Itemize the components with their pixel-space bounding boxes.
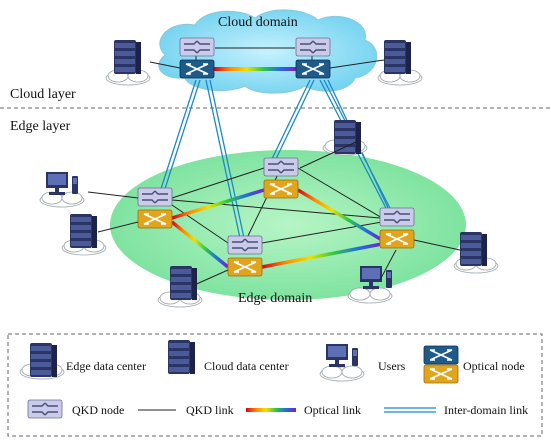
edge-users-left-icon (46, 172, 78, 195)
edge-users-right-puff (347, 287, 393, 304)
edge-domain-label: Edge domain (238, 291, 312, 306)
edge-layer-label: Edge layer (10, 119, 71, 134)
legend-cloud-dc-label: Cloud data center (204, 359, 289, 373)
legend-edge-dc-label: Edge data center (66, 359, 146, 373)
legend-optical-node-gold (423, 364, 459, 384)
edge-dc-left-icon (70, 214, 97, 248)
legend-cloud-dc-icon (168, 340, 195, 374)
cloud-dc-right-icon (384, 40, 411, 74)
legend-optical-node-blue (423, 345, 459, 365)
edge-qkd-node-left (137, 187, 173, 207)
legend-users-label: Users (378, 359, 406, 373)
legend-edge-dc-icon (30, 343, 57, 377)
edge-qkd-node-bottom (227, 235, 263, 255)
legend-box (7, 333, 543, 437)
edge-optical-node-left (137, 209, 173, 229)
cloud-dc-left-icon (114, 40, 141, 74)
legend-qkd-node-icon (27, 399, 63, 419)
cloud-qkd-node-left (179, 37, 215, 57)
edge-optical-node-bottom (227, 257, 263, 277)
cloud-dc-left-link (149, 61, 181, 69)
edge-optical-node-top (263, 179, 299, 199)
cloud-optical-node-left (179, 59, 215, 79)
edge-qkd-links (171, 165, 383, 244)
legend-qkd-link-label: QKD link (186, 403, 234, 417)
legend-optical-link-label: Optical link (304, 403, 361, 417)
edge-domain-shape (110, 150, 466, 300)
legend-inter-domain-label: Inter-domain link (444, 403, 528, 417)
edge-dc-bottom-icon (170, 266, 197, 300)
cloud-layer-label: Cloud layer (10, 87, 76, 102)
cloud-optical-link (214, 67, 296, 71)
cloud-dc-right-link (329, 59, 385, 69)
edge-dc-right-icon (460, 232, 487, 266)
legend-qkd-node-label: QKD node (72, 403, 124, 417)
edge-qkd-node-top (263, 157, 299, 177)
legend-optical-link-line (246, 408, 296, 412)
edge-qkd-node-right (379, 207, 415, 227)
cloud-qkd-node-right (295, 37, 331, 57)
edge-access-links (87, 141, 461, 287)
edge-optical-links (170, 188, 383, 269)
cloud-optical-node-right (295, 59, 331, 79)
legend-users-puff (319, 365, 365, 382)
edge-optical-node-right (379, 229, 415, 249)
legend-optical-node-label: Optical node (463, 359, 525, 373)
cloud-domain-label: Cloud domain (218, 15, 298, 30)
edge-dc-topright-icon (334, 120, 361, 154)
